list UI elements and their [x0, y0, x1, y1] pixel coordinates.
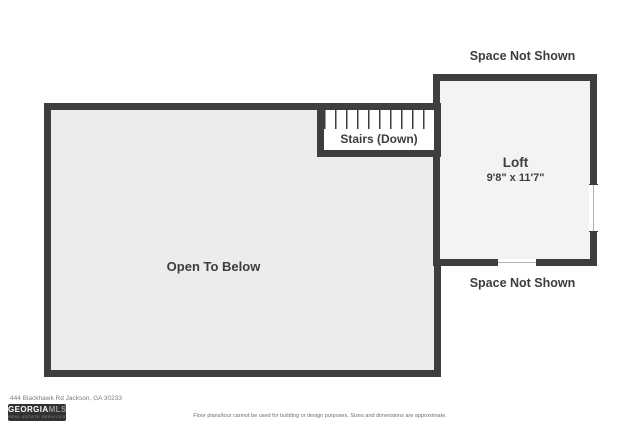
loft-label-group: Loft 9'8" x 11'7"	[441, 155, 590, 184]
loft-name-label: Loft	[502, 155, 529, 170]
space-not-shown-label-bottom: Space Not Shown	[469, 276, 576, 290]
stairs-label: Stairs (Down)	[340, 132, 418, 146]
open-to-below-label: Open To Below	[166, 259, 261, 274]
stairs-treads-icon	[324, 110, 434, 129]
georgia-mls-logo: GEORGIAMLS REAL ESTATE SERVICES	[8, 404, 66, 421]
address-text: 444 Blackhawk Rd Jackson, GA 30233	[10, 395, 123, 402]
loft-room	[433, 74, 597, 266]
loft-window-right	[589, 184, 598, 232]
loft-dimensions-label: 9'8" x 11'7"	[486, 172, 545, 184]
disclaimer-text: Floor plans/tour cannot be used for buil…	[193, 413, 447, 419]
logo-tagline: REAL ESTATE SERVICES	[8, 414, 66, 419]
logo-brand-text: GEORGIAMLS	[8, 406, 66, 414]
logo-brand-mls: MLS	[48, 405, 67, 414]
space-not-shown-label-top: Space Not Shown	[469, 49, 576, 63]
logo-brand-georgia: GEORGIA	[8, 405, 49, 414]
loft-window-bottom	[497, 259, 537, 266]
